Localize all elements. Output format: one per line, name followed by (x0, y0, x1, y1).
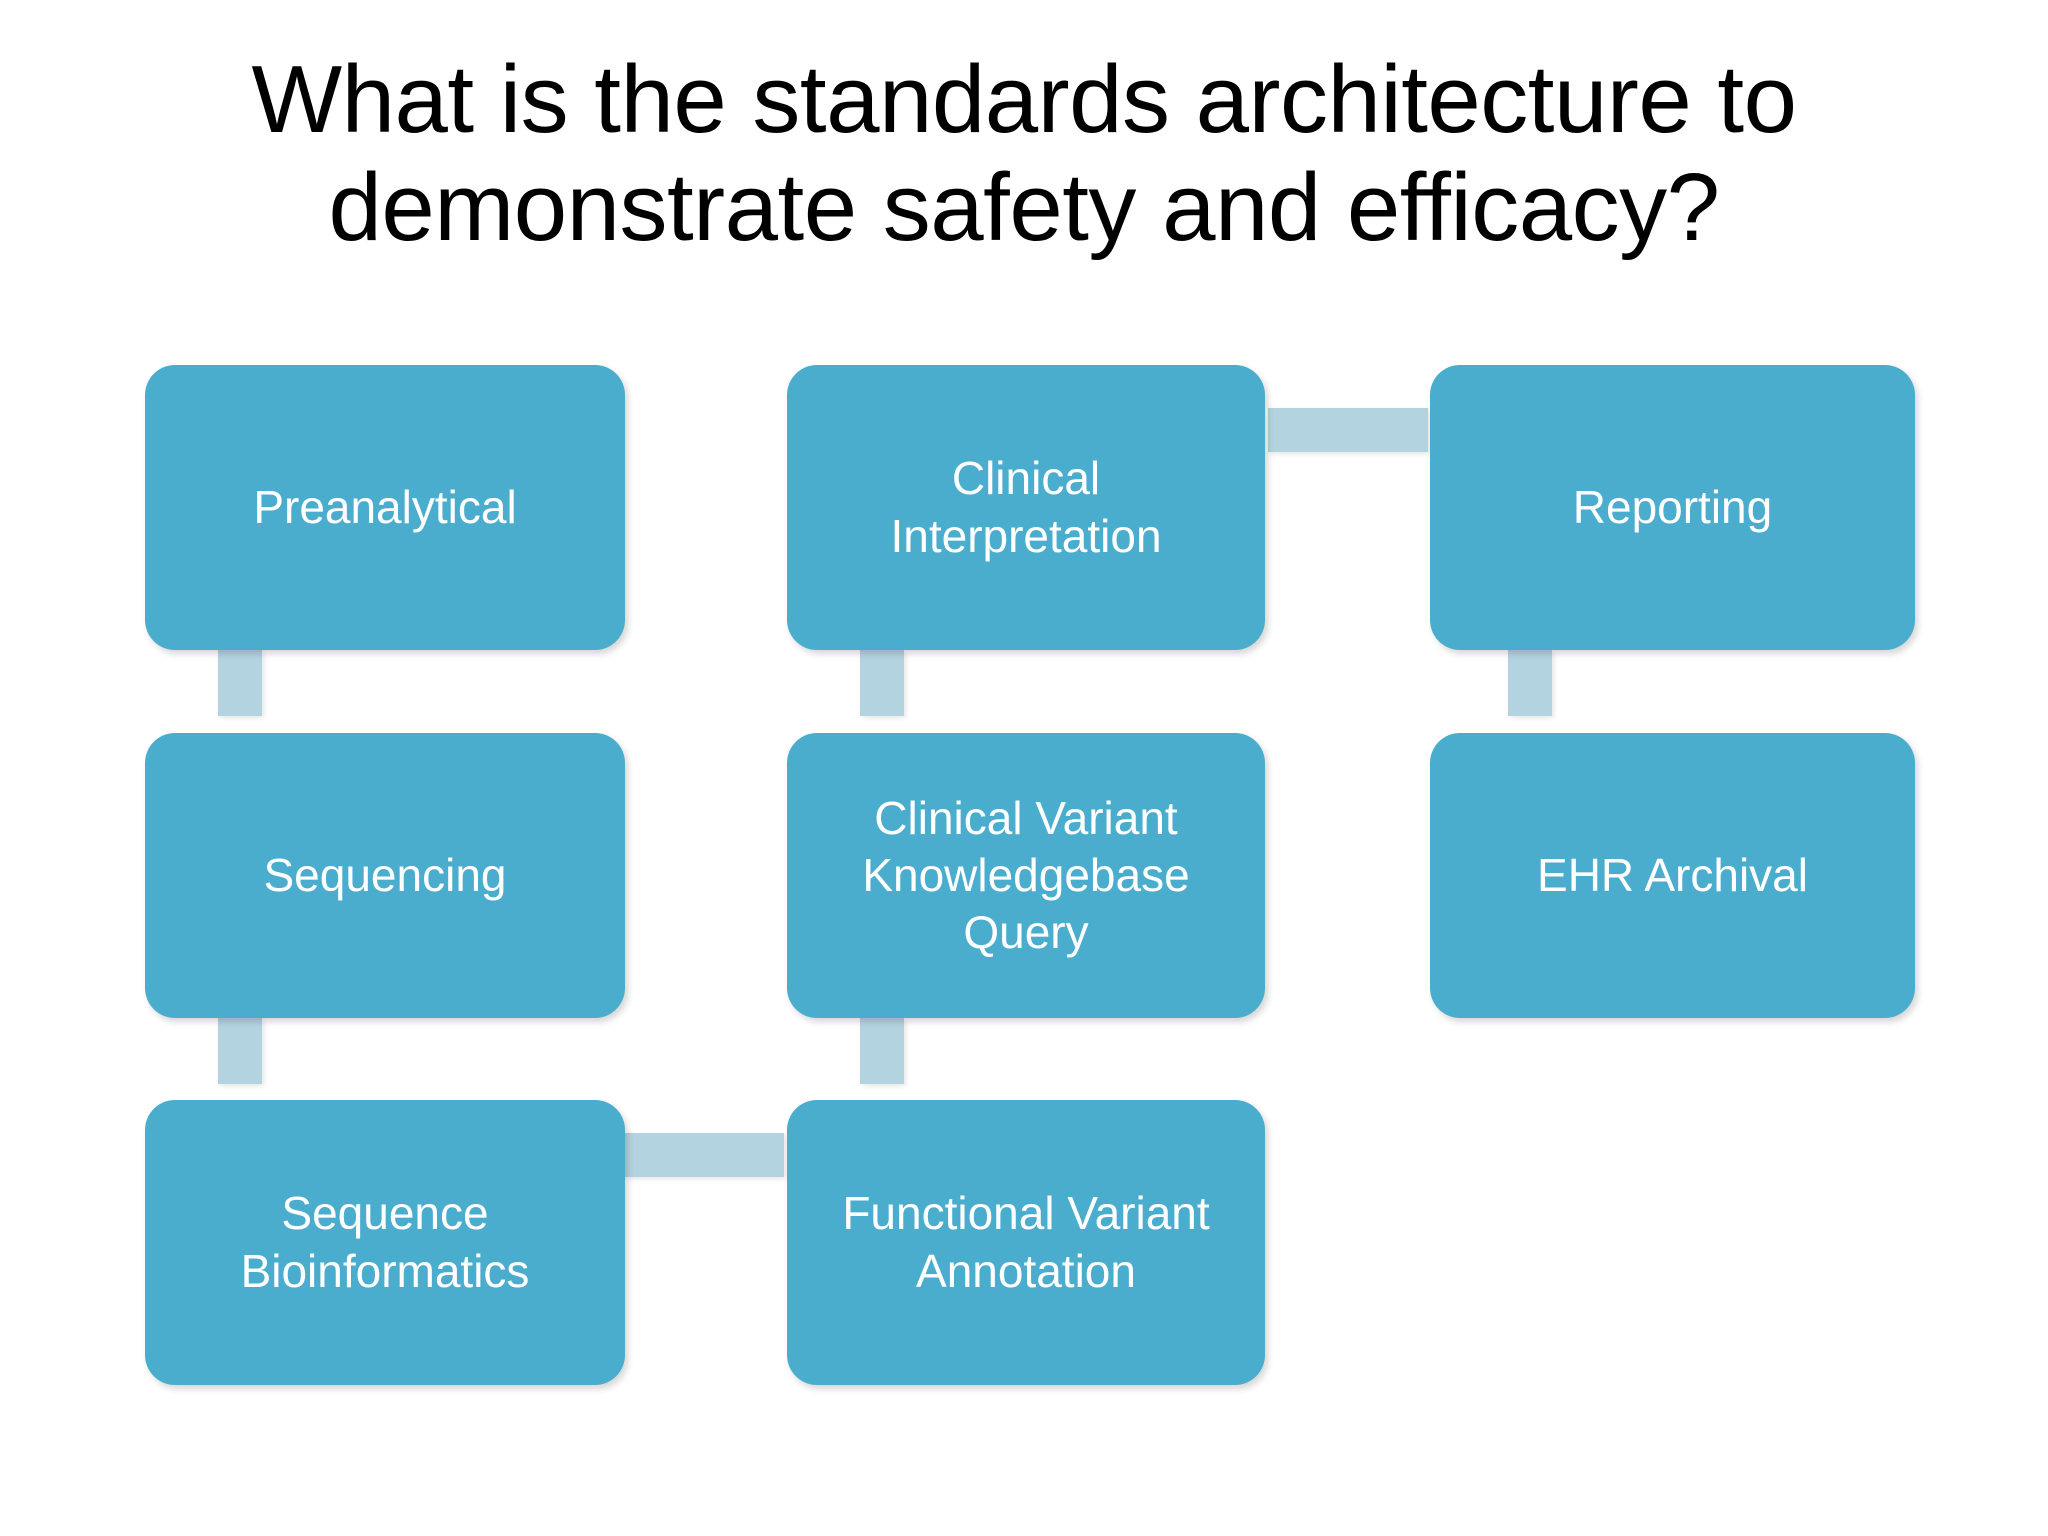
connector-functional-variant-annotation-to-clinical-variant-knowledgebase-query (860, 1018, 904, 1084)
node-clinical-interpretation-label: Clinical Interpretation (813, 450, 1239, 564)
page-title-line-1: What is the standards architecture to (251, 46, 1797, 153)
node-label-line: Interpretation (890, 509, 1162, 562)
connector-sequence-bioinformatics-to-functional-variant-annotation (624, 1133, 784, 1177)
node-preanalytical[interactable]: Preanalytical (145, 365, 625, 650)
node-sequence-bioinformatics[interactable]: Sequence Bioinformatics (145, 1100, 625, 1385)
connector-preanalytical-to-sequencing (218, 650, 262, 716)
connector-sequencing-to-sequence-bioinformatics (218, 1018, 262, 1084)
node-functional-variant-annotation[interactable]: Functional Variant Annotation (787, 1100, 1265, 1385)
node-label-line: Annotation (916, 1244, 1136, 1297)
node-preanalytical-label: Preanalytical (171, 479, 599, 536)
connector-clinical-interpretation-to-reporting (1268, 408, 1428, 452)
node-label-line: Functional Variant (842, 1187, 1210, 1240)
node-label-line: Sequence (281, 1187, 489, 1240)
node-reporting-label: Reporting (1456, 479, 1889, 536)
node-ehr-archival-label: EHR Archival (1456, 847, 1889, 904)
node-label-line: Preanalytical (253, 480, 517, 533)
page-title-line-2: demonstrate safety and efficacy? (328, 153, 1720, 261)
node-label-line: Knowledgebase (862, 848, 1190, 901)
node-functional-variant-annotation-label: Functional Variant Annotation (813, 1185, 1239, 1299)
page-title: What is the standards architecture to de… (110, 46, 1938, 261)
node-label-line: Clinical (951, 452, 1101, 505)
node-sequence-bioinformatics-label: Sequence Bioinformatics (171, 1185, 599, 1299)
node-clinical-variant-knowledgebase-query-label: Clinical Variant Knowledgebase Query (813, 790, 1239, 961)
node-clinical-variant-knowledgebase-query[interactable]: Clinical Variant Knowledgebase Query (787, 733, 1265, 1018)
connector-reporting-to-ehr-archival (1508, 650, 1552, 716)
node-label-line: Query (963, 906, 1089, 959)
node-label-line: Sequencing (263, 848, 507, 901)
node-label-line: Reporting (1572, 480, 1773, 533)
connector-clinical-variant-knowledgebase-query-to-clinical-interpretation (860, 650, 904, 716)
node-reporting[interactable]: Reporting (1430, 365, 1915, 650)
node-label-line: Clinical Variant (874, 791, 1178, 844)
node-sequencing-label: Sequencing (171, 847, 599, 904)
node-clinical-interpretation[interactable]: Clinical Interpretation (787, 365, 1265, 650)
node-ehr-archival[interactable]: EHR Archival (1430, 733, 1915, 1018)
node-label-line: Bioinformatics (240, 1244, 530, 1297)
node-label-line: EHR Archival (1537, 848, 1808, 901)
node-sequencing[interactable]: Sequencing (145, 733, 625, 1018)
